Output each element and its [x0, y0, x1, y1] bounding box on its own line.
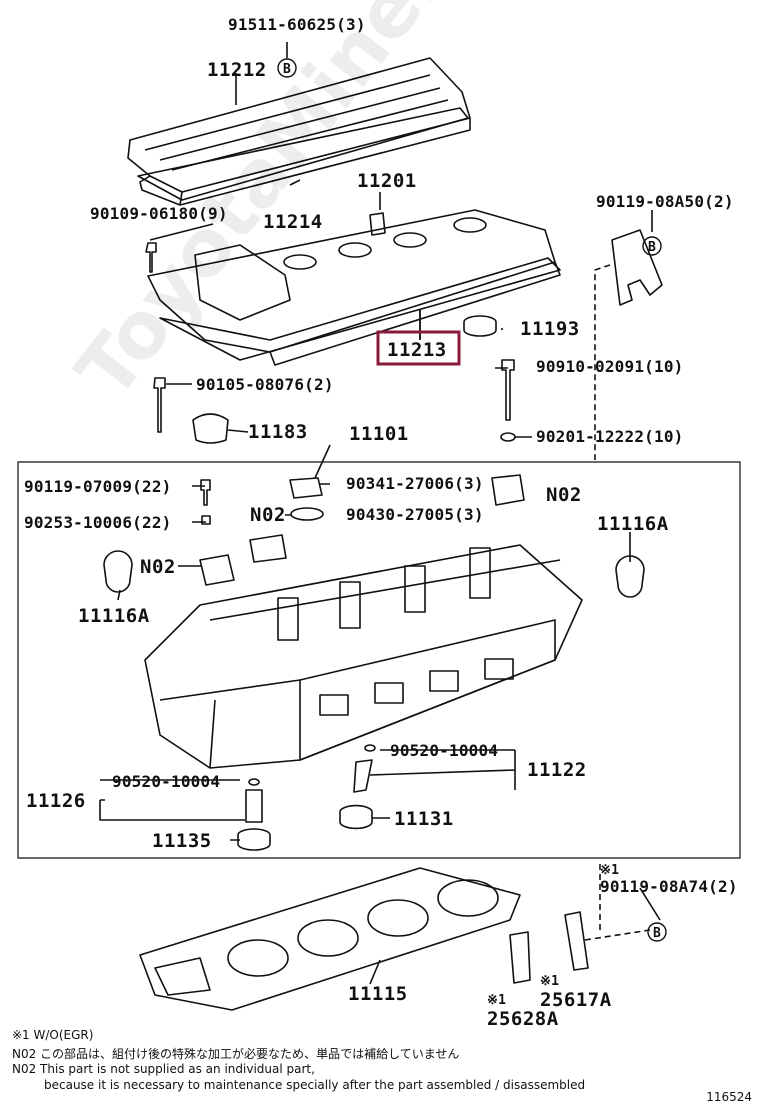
plate-25617a	[564, 911, 589, 971]
label-11213: 11213	[387, 339, 447, 361]
label-11214: 11214	[263, 211, 323, 233]
clip-90520-lower	[248, 778, 260, 786]
gasket-11213	[159, 257, 561, 361]
label-n02-right: N02	[546, 484, 582, 506]
b-marker-top: B	[277, 58, 297, 78]
label-90430-27005: 90430-27005(3)	[346, 505, 484, 524]
label-11101: 11101	[349, 423, 409, 445]
gasket-11214	[137, 107, 469, 201]
label-90341-27006: 90341-27006(3)	[346, 474, 484, 493]
label-90253-10006: 90253-10006(22)	[24, 513, 172, 532]
highlight-box-11213	[376, 330, 461, 366]
b-marker-bracket: B	[642, 236, 662, 256]
label-11131: 11131	[394, 808, 454, 830]
guide-11135	[245, 789, 263, 823]
clip-90520-upper	[364, 744, 376, 752]
cap-n02-center	[249, 534, 287, 563]
star-note-25628: ※1	[487, 993, 506, 1008]
cylinder-head	[144, 544, 583, 769]
plug-cap-90341	[289, 477, 323, 499]
note-line-4: because it is necessary to maintenance s…	[44, 1078, 586, 1092]
label-11201: 11201	[357, 170, 417, 192]
label-11116a-left: 11116A	[78, 605, 150, 627]
washer-90201	[500, 432, 516, 442]
label-90201-12222: 90201-12222(10)	[536, 427, 684, 446]
label-25617a: 25617A	[540, 989, 612, 1011]
label-n02-left: N02	[140, 556, 176, 578]
plate-25628a	[509, 931, 531, 984]
b-marker-text: B	[648, 240, 656, 255]
label-91511-60625: 91511-60625(3)	[228, 15, 366, 34]
label-11126: 11126	[26, 790, 86, 812]
note-line-1: ※1 W/O(EGR)	[12, 1028, 94, 1042]
label-11183: 11183	[248, 421, 308, 443]
bolt-90119-07009	[200, 479, 211, 506]
note-line-3: N02 This part is not supplied as an indi…	[12, 1062, 315, 1076]
label-90910-02091: 90910-02091(10)	[536, 357, 684, 376]
label-90520-10004-lower: 90520-10004	[112, 772, 220, 791]
plug-11183	[192, 413, 229, 444]
star-note-25617: ※1	[540, 974, 559, 989]
ring-lower	[237, 828, 271, 851]
cap-n02-right	[491, 474, 525, 506]
label-90119-08a50: 90119-08A50(2)	[596, 192, 734, 211]
label-11115: 11115	[348, 983, 408, 1005]
guide-11122	[353, 759, 373, 793]
label-11116a-right: 11116A	[597, 513, 669, 535]
pin-90253	[201, 515, 211, 525]
label-11193: 11193	[520, 318, 580, 340]
label-90105-08076: 90105-08076(2)	[196, 375, 334, 394]
b-marker-lower: B	[647, 922, 667, 942]
b-marker-text: B	[653, 926, 661, 941]
label-11212: 11212	[207, 59, 267, 81]
label-11122: 11122	[527, 759, 587, 781]
head-gasket	[139, 867, 521, 1011]
bolt-90109	[145, 242, 157, 273]
label-n02-center: N02	[250, 504, 286, 526]
note-line-2: N02 この部品は、組付け後の特殊な加工が必要なため、単品では補給していません	[12, 1047, 460, 1061]
label-11135: 11135	[152, 830, 212, 852]
cylinder-head-cover	[147, 209, 561, 366]
label-90119-07009: 90119-07009(22)	[24, 477, 172, 496]
bracket-upper	[611, 229, 663, 306]
label-90109-06180: 90109-06180(9)	[90, 204, 228, 223]
star-note-upper: ※1	[600, 863, 619, 878]
label-90119-08a74: 90119-08A74(2)	[600, 877, 738, 896]
diagram-code: 116524	[706, 1090, 752, 1104]
plug-11116a-left	[103, 550, 133, 593]
plug-11116a-right	[615, 555, 645, 598]
gasket-90430	[290, 507, 324, 521]
seal-11193	[463, 315, 497, 337]
cylinder-head-box	[17, 461, 741, 859]
ring-11131	[339, 804, 373, 830]
bolt-90105	[153, 377, 166, 433]
bolt-90910	[501, 359, 515, 421]
label-90520-10004-upper: 90520-10004	[390, 741, 498, 760]
b-marker-text: B	[283, 62, 291, 77]
label-25628a: 25628A	[487, 1008, 559, 1030]
cap-n02-left	[199, 554, 235, 586]
